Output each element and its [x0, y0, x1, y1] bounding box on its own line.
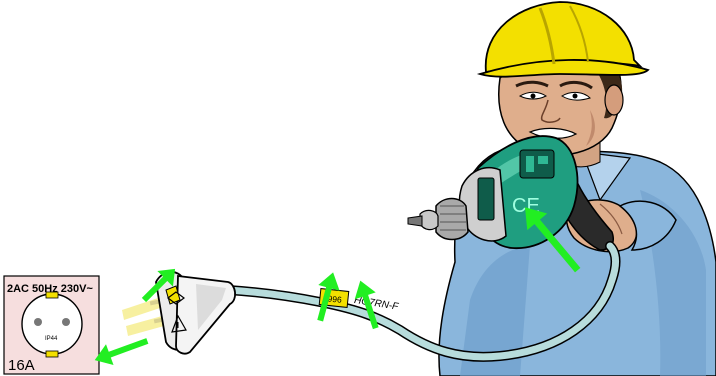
socket-ip-label: IP44	[45, 336, 58, 342]
helmet-icon	[480, 2, 648, 77]
socket-rating-label: 16A	[8, 357, 35, 374]
socket-panel: 2AC 50Hz 230V~ IP44 16A	[4, 276, 99, 374]
arrow-icon	[91, 331, 151, 371]
